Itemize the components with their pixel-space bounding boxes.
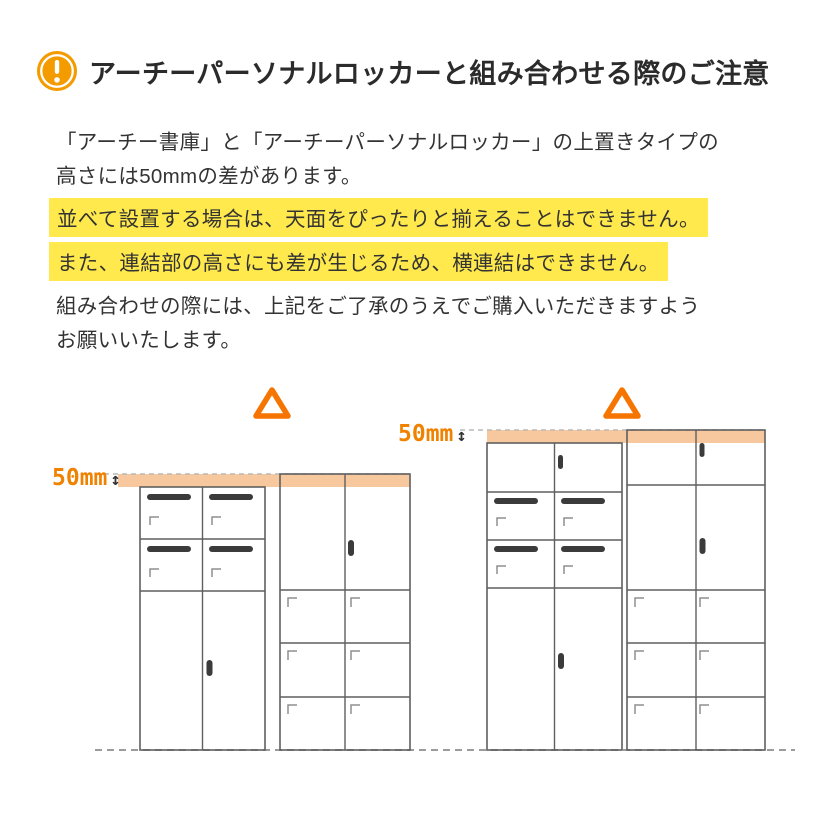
drawer-handles xyxy=(147,494,253,552)
door-lock-icon xyxy=(558,653,564,669)
updown-arrow-icon: ↕ xyxy=(110,470,120,490)
page-title: アーチーパーソナルロッカーと組み合わせる際のご注意 xyxy=(89,58,770,89)
height-gap-band-left xyxy=(118,474,410,487)
cabinet-personal-locker-right xyxy=(626,429,766,751)
highlight-line-1: 並べて設置する場合は、天面をぴったりと揃えることはできません。 xyxy=(49,198,708,237)
closing-line-1: 組み合わせの際には、上記をご了承のうえでご購入いただきますよう xyxy=(56,295,701,318)
locker-latch-icons xyxy=(287,597,360,714)
door-lock-icon xyxy=(699,538,706,554)
label-holder-icons xyxy=(496,517,573,574)
door-lock-icon xyxy=(206,660,213,676)
warning-icon xyxy=(36,50,78,92)
intro-paragraph: 「アーチー書庫」と「アーチーパーソナルロッカー」の上置きタイプの 高さには50m… xyxy=(56,126,719,194)
locker-latch-icons xyxy=(634,597,709,714)
drawer-handles xyxy=(494,498,605,552)
page-header: アーチーパーソナルロッカーと組み合わせる際のご注意 xyxy=(36,50,770,92)
warning-triangle-left-icon xyxy=(253,387,291,419)
closing-paragraph: 組み合わせの際には、上記をご了承のうえでご購入いただきますよう お願いいたします… xyxy=(56,290,700,358)
label-holder-icons xyxy=(149,516,221,577)
cabinet-comparison-diagram: 50mm↕ 50mm↕ xyxy=(52,387,795,751)
exclamation-icon xyxy=(54,60,60,83)
closing-line-2: お願いいたします。 xyxy=(56,329,242,352)
door-lock-icon xyxy=(699,443,705,457)
cabinet-bookcase-right xyxy=(486,442,623,751)
height-gap-band-right xyxy=(487,430,765,443)
intro-line-2: 高さには50mmの差があります。 xyxy=(56,165,362,188)
door-lock-icon xyxy=(348,540,354,556)
cabinet-bookcase-left xyxy=(139,486,266,751)
gap-label-right: 50mm↕ xyxy=(398,421,467,447)
highlighted-warning: 並べて設置する場合は、天面をぴったりと揃えることはできません。 また、連結部の高… xyxy=(49,198,708,286)
warning-triangle-right-icon xyxy=(603,387,641,419)
intro-line-1: 「アーチー書庫」と「アーチーパーソナルロッカー」の上置きタイプの xyxy=(56,131,719,154)
highlight-line-2: また、連結部の高さにも差が生じるため、横連結はできません。 xyxy=(49,242,668,281)
cabinet-personal-locker-left xyxy=(279,473,411,751)
door-lock-icon xyxy=(558,455,563,469)
updown-arrow-icon: ↕ xyxy=(456,426,466,446)
gap-label-left: 50mm↕ xyxy=(52,465,121,491)
